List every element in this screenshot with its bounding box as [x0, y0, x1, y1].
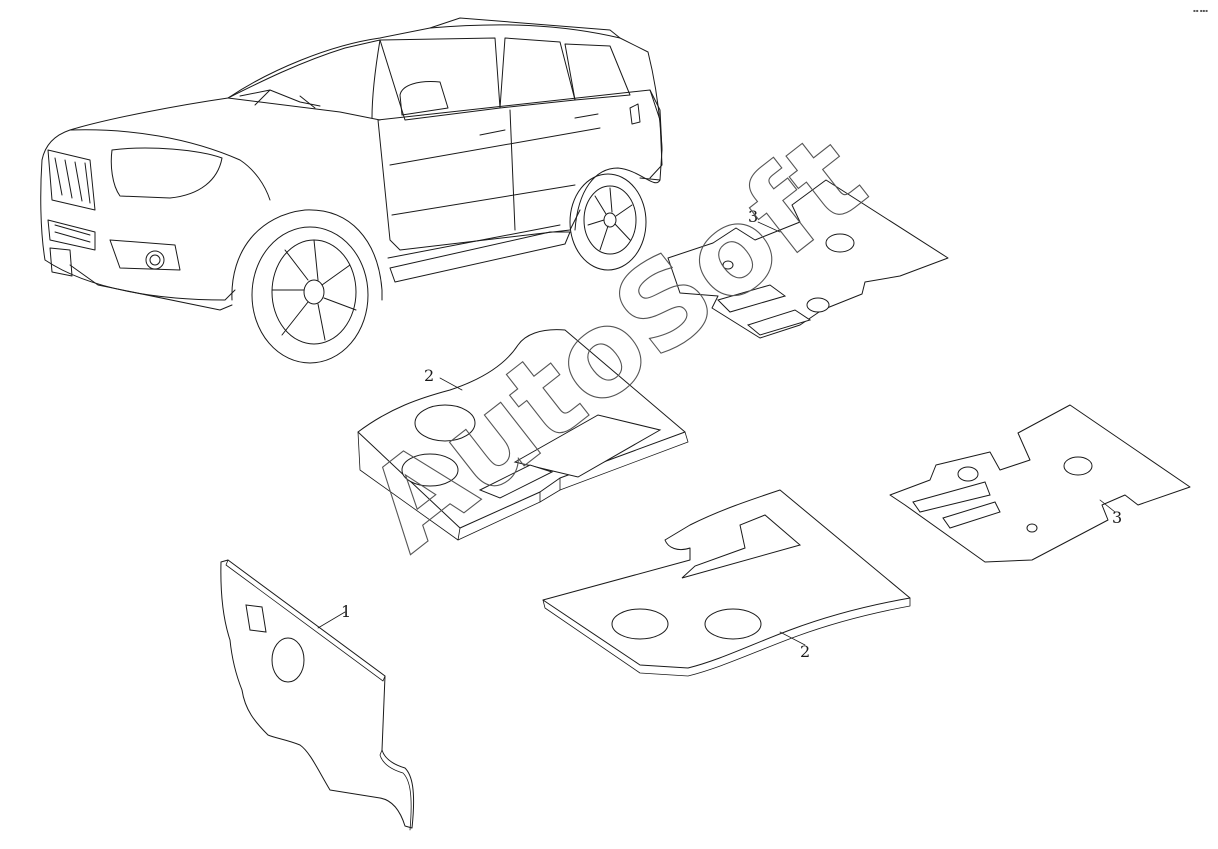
part-2-lower-pad: 2	[542, 489, 911, 677]
callout-label-2-lower: 2	[800, 642, 810, 661]
callout-label-3-lower: 3	[1112, 508, 1122, 527]
callout-leader-2-upper	[439, 377, 463, 391]
corner-mark: ▪▪ ▪▪▪	[1193, 8, 1208, 13]
vehicle-illustration	[40, 17, 663, 364]
callout-leader-3-upper	[757, 221, 781, 233]
callout-leader-1	[317, 611, 346, 629]
svg-text:AutoSoft: AutoSoft	[342, 107, 889, 577]
callout-leader-3-lower	[1099, 499, 1116, 513]
part-2-upper-pad: 2	[357, 329, 689, 541]
part-1-pad: 1	[220, 559, 415, 831]
callout-leader-2-lower	[779, 631, 806, 646]
part-3-upper-pad: 3	[667, 179, 949, 339]
callout-label-2-upper: 2	[424, 366, 434, 385]
watermark: AutoSoft	[342, 107, 890, 578]
callout-label-3-upper: 3	[748, 207, 758, 226]
callout-label-1: 1	[341, 602, 351, 621]
part-3-lower-pad: 3	[889, 404, 1191, 563]
